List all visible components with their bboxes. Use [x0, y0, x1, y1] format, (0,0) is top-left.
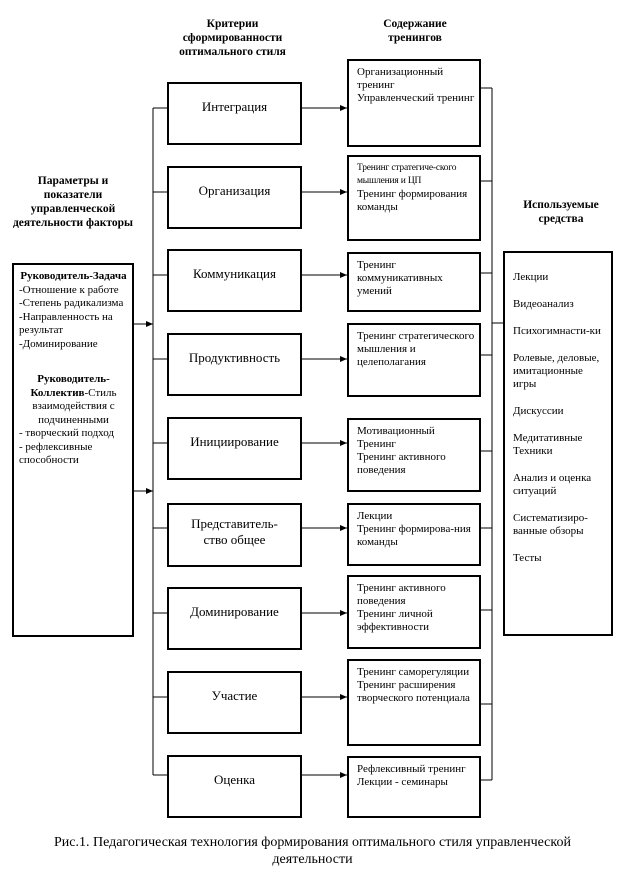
params-header: Параметры и показатели управленческой де…: [12, 175, 133, 229]
leader-team-title: Руководитель-Коллектив: [30, 373, 110, 399]
training-box: Мотивационный Тренинг Тренинг активного …: [347, 418, 481, 492]
training-line: Тренинг коммуникативных умений: [357, 259, 443, 297]
leader-task-item: -Отношение к работе: [19, 283, 119, 296]
criterion-label: Участие: [211, 687, 258, 703]
training-line: Тренинг активного поведения: [357, 582, 446, 607]
means-box: Лекции Видеоанализ Психогимнасти-ки Роле…: [503, 251, 613, 636]
training-box: Лекции Тренинг формирова-ния команды: [347, 503, 481, 566]
criterion-label: Коммуникация: [193, 265, 276, 281]
training-line: Тренинг стратегического мышления и целеп…: [357, 330, 475, 368]
training-line: Лекции: [357, 510, 393, 522]
criterion-label: Доминирование: [190, 603, 279, 619]
criterion-box: Доминирование: [167, 587, 302, 650]
criterion-box: Продуктивность: [167, 333, 302, 396]
criterion-label: Интеграция: [201, 98, 268, 114]
training-line: Тренинг расширения творческого потенциал…: [357, 679, 470, 704]
means-item: Систематизиро-ванные обзоры: [513, 512, 588, 537]
criterion-box: Участие: [167, 671, 302, 734]
criterion-box: Оценка: [167, 755, 302, 818]
means-item: Анализ и оценка ситуаций: [513, 472, 592, 497]
criterion-label: Представитель-ство общее: [191, 516, 278, 547]
training-box: Тренинг саморегуляции Тренинг расширения…: [347, 659, 481, 746]
criterion-box: Организация: [167, 166, 302, 229]
means-item: Дискуссии: [513, 405, 564, 417]
training-line: Рефлексивный тренинг: [357, 763, 466, 775]
criterion-label: Инициирование: [190, 433, 279, 449]
leader-task-item: -Доминирование: [19, 337, 98, 350]
criterion-box: Инициирование: [167, 417, 302, 480]
leader-task-item: -Степень радикализма: [19, 297, 124, 309]
criterion-label: Продуктивность: [188, 349, 281, 365]
training-line: Тренинг формирования команды: [357, 188, 468, 213]
means-item: Тесты: [513, 552, 542, 564]
training-line: Тренинг активного поведения: [357, 451, 446, 476]
figure-caption: Рис.1. Педагогическая технология формиро…: [54, 835, 571, 867]
training-line: Лекции - семинары: [357, 776, 448, 788]
leader-task-item: -Направленность на результат: [19, 310, 113, 337]
criterion-label: Оценка: [214, 771, 255, 787]
leader-team-block: Руководитель-Коллектив-Стиль взаимодейст…: [19, 373, 128, 427]
training-box: Рефлексивный тренинг Лекции - семинары: [347, 756, 481, 818]
params-box: Руководитель-Задача -Отношение к работе …: [12, 263, 134, 637]
means-item: Психогимнасти-ки: [513, 325, 601, 337]
training-line: Тренинг личной эффективности: [357, 608, 433, 633]
training-line: Мотивационный Тренинг: [357, 425, 435, 450]
means-item: Видеоанализ: [513, 298, 574, 310]
leader-task-title: Руководитель-Задача: [20, 270, 127, 282]
training-box: Тренинг коммуникативных умений: [347, 252, 481, 312]
criterion-label: Организация: [198, 182, 271, 198]
training-line: Управленческий тренинг: [357, 92, 475, 104]
means-item: Ролевые, деловые, имитационные игры: [513, 352, 600, 390]
leader-team-rest: -Стиль взаимодействия с подчиненными: [32, 386, 117, 426]
training-box: Тренинг активного поведения Тренинг личн…: [347, 575, 481, 649]
leader-team-item: - творческий подход: [19, 427, 115, 439]
training-box: Тренинг стратегического мышления и целеп…: [347, 323, 481, 397]
training-box: Тренинг стратегиче-ского мышления и ЦП Т…: [347, 155, 481, 241]
training-line: Тренинг саморегуляции: [357, 666, 470, 678]
criterion-box: Коммуникация: [167, 249, 302, 312]
training-line: Тренинг стратегиче-ского мышления и ЦП: [357, 163, 457, 186]
criterion-box: Представитель-ство общее: [167, 503, 302, 567]
training-box: Организационный тренинг Управленческий т…: [347, 59, 481, 147]
content-header: Содержание тренингов: [383, 18, 447, 44]
means-item: Медитативные Техники: [513, 432, 583, 457]
training-line: Тренинг формирова-ния команды: [357, 523, 471, 548]
leader-team-item: - рефлексивные способности: [19, 440, 93, 467]
means-header: Используемые средства: [523, 199, 599, 225]
means-item: Лекции: [513, 271, 549, 283]
criterion-box: Интеграция: [167, 82, 302, 145]
training-line: Организационный тренинг: [357, 66, 444, 91]
criteria-header: Критерии сформированности оптимального с…: [179, 18, 286, 58]
